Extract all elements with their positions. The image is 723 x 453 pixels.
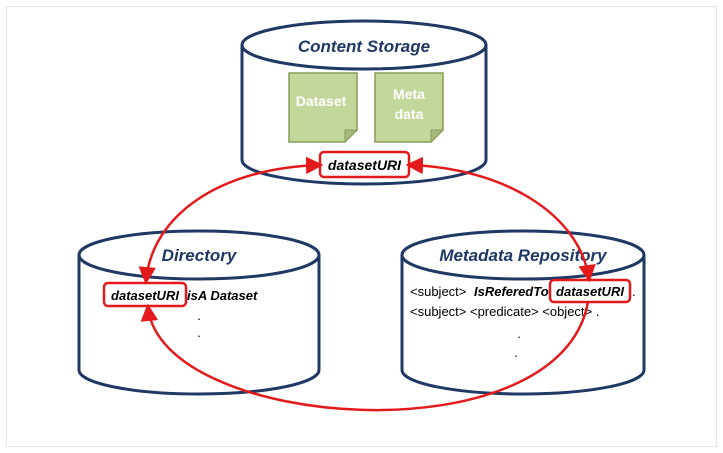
arrow-content-to-metadata [405, 156, 596, 283]
uri-link-arrows [138, 156, 596, 412]
arrow-content-to-directory [138, 156, 324, 285]
metadata-repository-cylinder: Metadata Repository <subject> IsReferedT… [400, 229, 646, 396]
diagram-frame [6, 6, 717, 447]
directory-statement-rest: isA Dataset [187, 288, 258, 303]
directory-ellipsis-1: . [197, 308, 201, 323]
arrow-directory-to-metadata [140, 301, 590, 412]
content-storage-uri-label: datasetURI [328, 157, 402, 173]
dataset-document-label: Dataset [296, 93, 347, 109]
metadata-document-icon: Meta data [374, 72, 445, 144]
metadata-document-label-line1: Meta [393, 86, 425, 102]
metadata-repository-ellipsis-2: . [514, 345, 518, 360]
metadata-repository-line2: <subject> <predicate> <object> . [410, 304, 599, 319]
content-storage-cylinder: Content Storage Dataset Meta data datase… [240, 19, 488, 186]
content-storage-top [240, 19, 488, 71]
directory-title: Directory [162, 246, 238, 265]
metadata-repository-uri-label: datasetURI [556, 284, 624, 299]
content-storage-title: Content Storage [298, 37, 430, 56]
metadata-repository-ellipsis-1: . [517, 326, 521, 341]
dataset-document-icon: Dataset [288, 72, 359, 144]
metadata-repository-line1-subject: <subject> [410, 284, 466, 299]
directory-uri-label: datasetURI [111, 288, 179, 303]
metadata-repository-line1-end: . [632, 284, 636, 299]
metadata-repository-line1-predicate: IsReferedTo [474, 284, 549, 299]
metadata-document-label-line2: data [395, 106, 424, 122]
directory-ellipsis-2: . [197, 325, 201, 340]
